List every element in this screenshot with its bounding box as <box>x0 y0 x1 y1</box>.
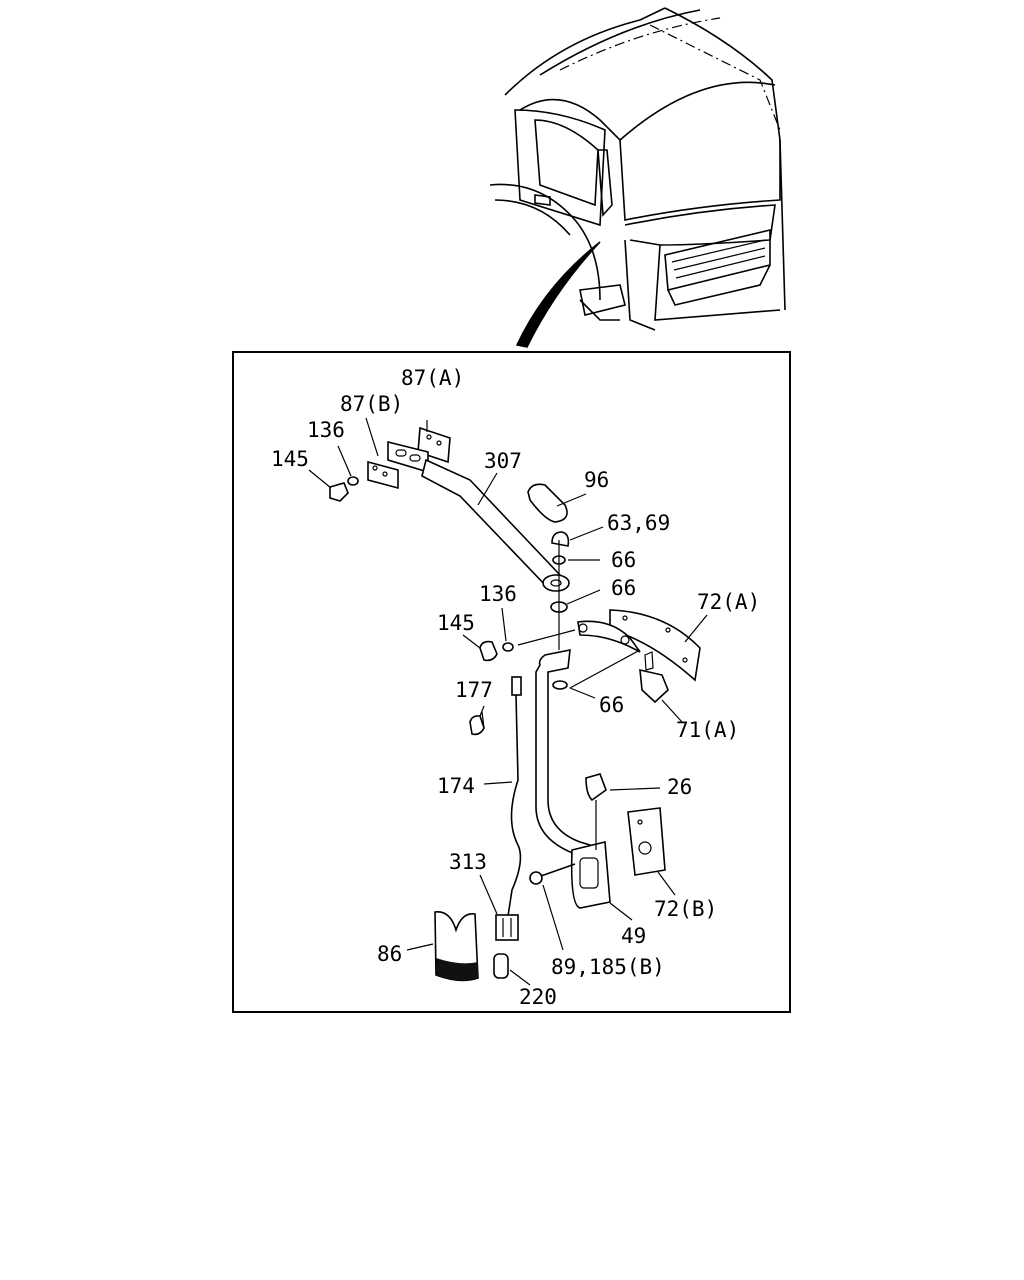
callout-136-lower: 136 <box>479 582 517 606</box>
leader-lines <box>308 417 708 986</box>
callout-71a: 71(A) <box>676 718 739 742</box>
callout-220: 220 <box>519 985 557 1009</box>
callout-87a: 87(A) <box>401 366 464 390</box>
callout-145-lower: 145 <box>437 611 475 635</box>
truck-cab-illustration <box>489 7 786 348</box>
detail-frame <box>232 351 791 1013</box>
callout-49: 49 <box>621 924 646 948</box>
callout-307: 307 <box>484 449 522 473</box>
callout-313: 313 <box>449 850 487 874</box>
callout-26: 26 <box>667 775 692 799</box>
callout-72b: 72(B) <box>654 897 717 921</box>
callout-87b: 87(B) <box>340 392 403 416</box>
callout-66-b: 66 <box>611 576 636 600</box>
callout-63-69: 63,69 <box>607 511 670 535</box>
callout-177: 177 <box>455 678 493 702</box>
callout-labels: 87(A) 87(B) 136 145 307 96 63,69 66 66 1… <box>271 366 760 1009</box>
callout-89-185b: 89,185(B) <box>551 955 665 979</box>
callout-86: 86 <box>377 942 402 966</box>
callout-72a: 72(A) <box>697 590 760 614</box>
callout-136-upper: 136 <box>307 418 345 442</box>
callout-66-c: 66 <box>599 693 624 717</box>
callout-174: 174 <box>437 774 475 798</box>
callout-96: 96 <box>584 468 609 492</box>
callout-145-upper: 145 <box>271 447 309 471</box>
mirror-stay-assembly <box>329 426 701 982</box>
callout-66-a: 66 <box>611 548 636 572</box>
